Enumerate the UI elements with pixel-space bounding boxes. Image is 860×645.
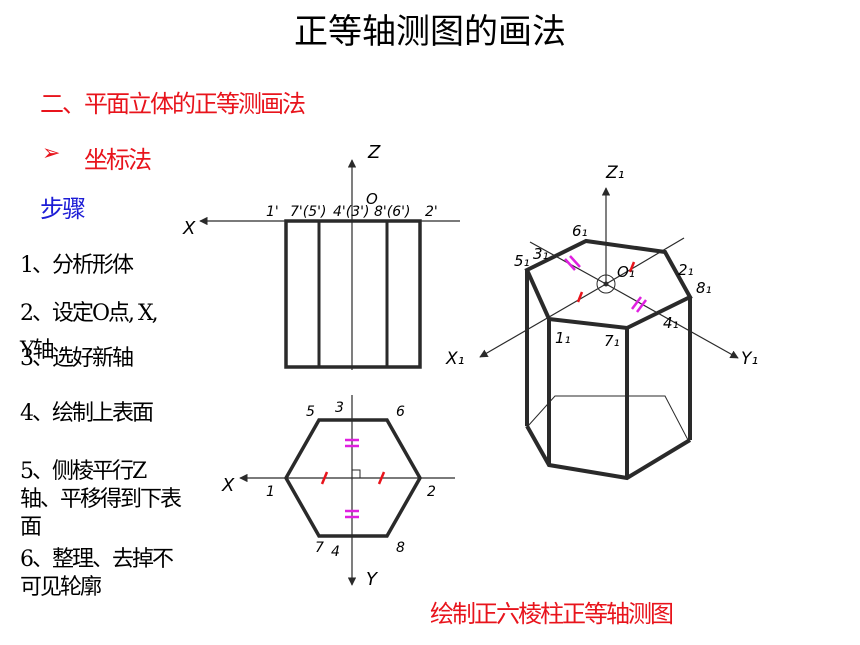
right-angle-mark — [352, 469, 361, 478]
iso-x-axis — [479, 283, 607, 358]
iso-y-axis — [605, 283, 739, 359]
front-origin-label: O — [366, 190, 378, 208]
iso-bottom-edge — [525, 425, 692, 481]
iso-point-label: 5₁ — [514, 252, 530, 270]
tick-mark — [320, 471, 386, 485]
iso-point-label: 7₁ — [604, 332, 620, 350]
top-point-label: 5 — [306, 404, 315, 420]
iso-y-label: Y₁ — [741, 349, 758, 369]
top-hexagon — [283, 418, 423, 538]
section-heading: 二、平面立体的正等测画法 — [40, 90, 306, 118]
front-view: X Z O 1' 7'(5') 4'(3') 8'(6') 2' — [182, 142, 460, 370]
top-y-label: Y — [366, 569, 379, 590]
step-4: 4、绘制上表面 — [20, 401, 154, 426]
tick-mark — [576, 261, 636, 303]
top-x-label: X — [221, 475, 235, 496]
top-point-label: 1 — [266, 484, 275, 500]
iso-point-label: 4₁ — [663, 314, 679, 332]
iso-x-axis-ext — [605, 237, 685, 285]
front-z-label: Z — [367, 142, 381, 163]
steps-heading: 步骤 — [40, 195, 86, 223]
front-point-label: 4'(3') — [333, 204, 369, 220]
top-point-label: 3 — [335, 400, 344, 416]
equal-mark — [345, 438, 359, 519]
top-view: X Y 1 2 3 4 5 6 7 8 — [221, 395, 455, 590]
step-1: 1、分析形体 — [20, 253, 134, 278]
figure-caption: 绘制正六棱柱正等轴测图 — [430, 600, 674, 628]
iso-point-label: 3₁ — [533, 245, 549, 263]
iso-x-label: X₁ — [445, 349, 464, 369]
page-title: 正等轴测图的画法 — [294, 12, 566, 52]
hidden-edge — [527, 395, 689, 441]
step-2: 2、设定O点, X, — [20, 301, 159, 326]
front-point-label: 2' — [425, 204, 438, 220]
equal-mark — [564, 255, 647, 313]
front-point-label: 7'(5') — [290, 204, 326, 220]
top-point-label: 2 — [427, 484, 436, 500]
origin-dot — [603, 281, 609, 287]
iso-point-label: 1₁ — [555, 329, 571, 347]
front-point-label: 8'(6') — [374, 204, 410, 220]
top-point-label: 7 — [315, 540, 324, 556]
step-2-cont: Y轴 — [20, 338, 55, 363]
iso-view: Z₁ X₁ Y₁ O₁ 1₁ 2₁ 3₁ 4₁ 5₁ 6₁ 7₁ 8₁ — [445, 163, 758, 481]
step-6: 6、整理、去掉不可见轮廓 — [20, 547, 174, 600]
origin-circle — [596, 274, 616, 294]
iso-z-label: Z₁ — [605, 163, 624, 183]
iso-origin-label: O₁ — [617, 263, 635, 281]
iso-point-label: 8₁ — [696, 279, 712, 297]
step-3: 3、选好新轴 — [20, 346, 134, 371]
step-5: 5、侧棱平行Z轴、平移得到下表面 — [20, 459, 182, 540]
iso-point-label: 6₁ — [572, 222, 588, 240]
front-outline — [284, 219, 422, 369]
top-point-label: 8 — [396, 540, 405, 556]
iso-point-label: 2₁ — [678, 261, 694, 279]
front-point-label: 1' — [266, 204, 279, 220]
top-point-label: 4 — [331, 544, 340, 560]
front-x-label: X — [182, 218, 196, 239]
top-point-label: 6 — [396, 404, 405, 420]
method-label: 坐标法 — [84, 146, 152, 174]
triangle-right-icon: ➢ — [42, 141, 61, 166]
